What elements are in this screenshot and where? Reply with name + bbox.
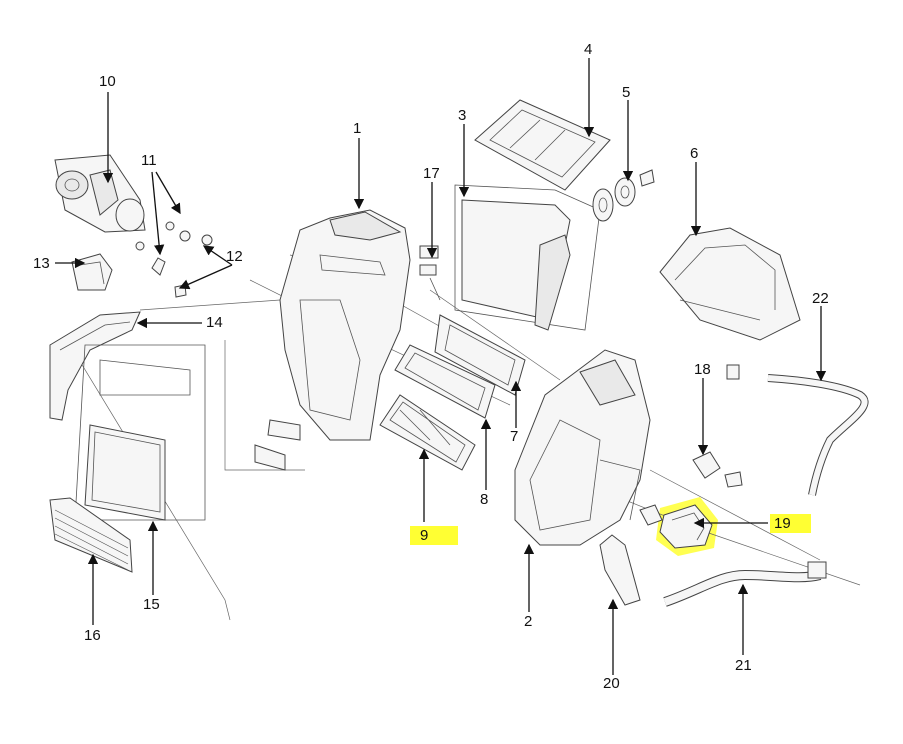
- callout-9: 9: [410, 526, 459, 545]
- part-6-lower-case: [659, 227, 801, 380]
- callout-15: 15: [143, 596, 160, 613]
- part-3-cover: [454, 184, 601, 331]
- callout-2: 2: [524, 613, 533, 630]
- callout-17: 17: [423, 165, 440, 182]
- part-14-duct: [49, 311, 141, 421]
- callout-21: 21: [735, 657, 752, 674]
- callout-3: 3: [458, 107, 467, 124]
- part-1-heater-case-left: [279, 209, 411, 441]
- part-13-actuator: [71, 253, 113, 291]
- callout-5: 5: [622, 84, 631, 101]
- part-9-door: [379, 394, 476, 471]
- callout-12: 12: [226, 248, 243, 265]
- part-small-brackets: [254, 419, 301, 471]
- callout-16: 16: [84, 627, 101, 644]
- callout-20: 20: [603, 675, 620, 692]
- part-11-12-hardware: [135, 221, 213, 298]
- callout-1: 1: [353, 120, 362, 137]
- callout-18: 18: [694, 361, 711, 378]
- callout-8: 8: [480, 491, 489, 508]
- callout-22: 22: [812, 290, 829, 307]
- part-15-evaporator: [74, 344, 206, 521]
- part-22-hose: [767, 374, 869, 496]
- part-21-hose: [663, 561, 827, 607]
- part-20-duct: [599, 534, 641, 606]
- callout-13: 13: [33, 255, 50, 272]
- callout-4: 4: [584, 41, 593, 58]
- callout-7: 7: [510, 428, 519, 445]
- part-5-grommets: [592, 169, 655, 222]
- part-17-sensor: [419, 245, 441, 301]
- callout-11: 11: [141, 152, 157, 169]
- part-8-door: [394, 344, 496, 419]
- part-18-actuator: [692, 451, 743, 488]
- leader-lines: [55, 58, 827, 675]
- callout-6: 6: [690, 145, 699, 162]
- part-10-blower-motor: [54, 154, 146, 233]
- part-2-heater-case-right: [514, 349, 651, 546]
- part-7-door: [434, 314, 526, 396]
- part-4-air-filter: [474, 99, 611, 191]
- callout-10: 10: [99, 73, 116, 90]
- part-19-actuator: [639, 504, 713, 549]
- part-16-heater-core: [49, 497, 133, 573]
- callout-14: 14: [206, 314, 223, 331]
- callout-19: 19: [770, 514, 811, 533]
